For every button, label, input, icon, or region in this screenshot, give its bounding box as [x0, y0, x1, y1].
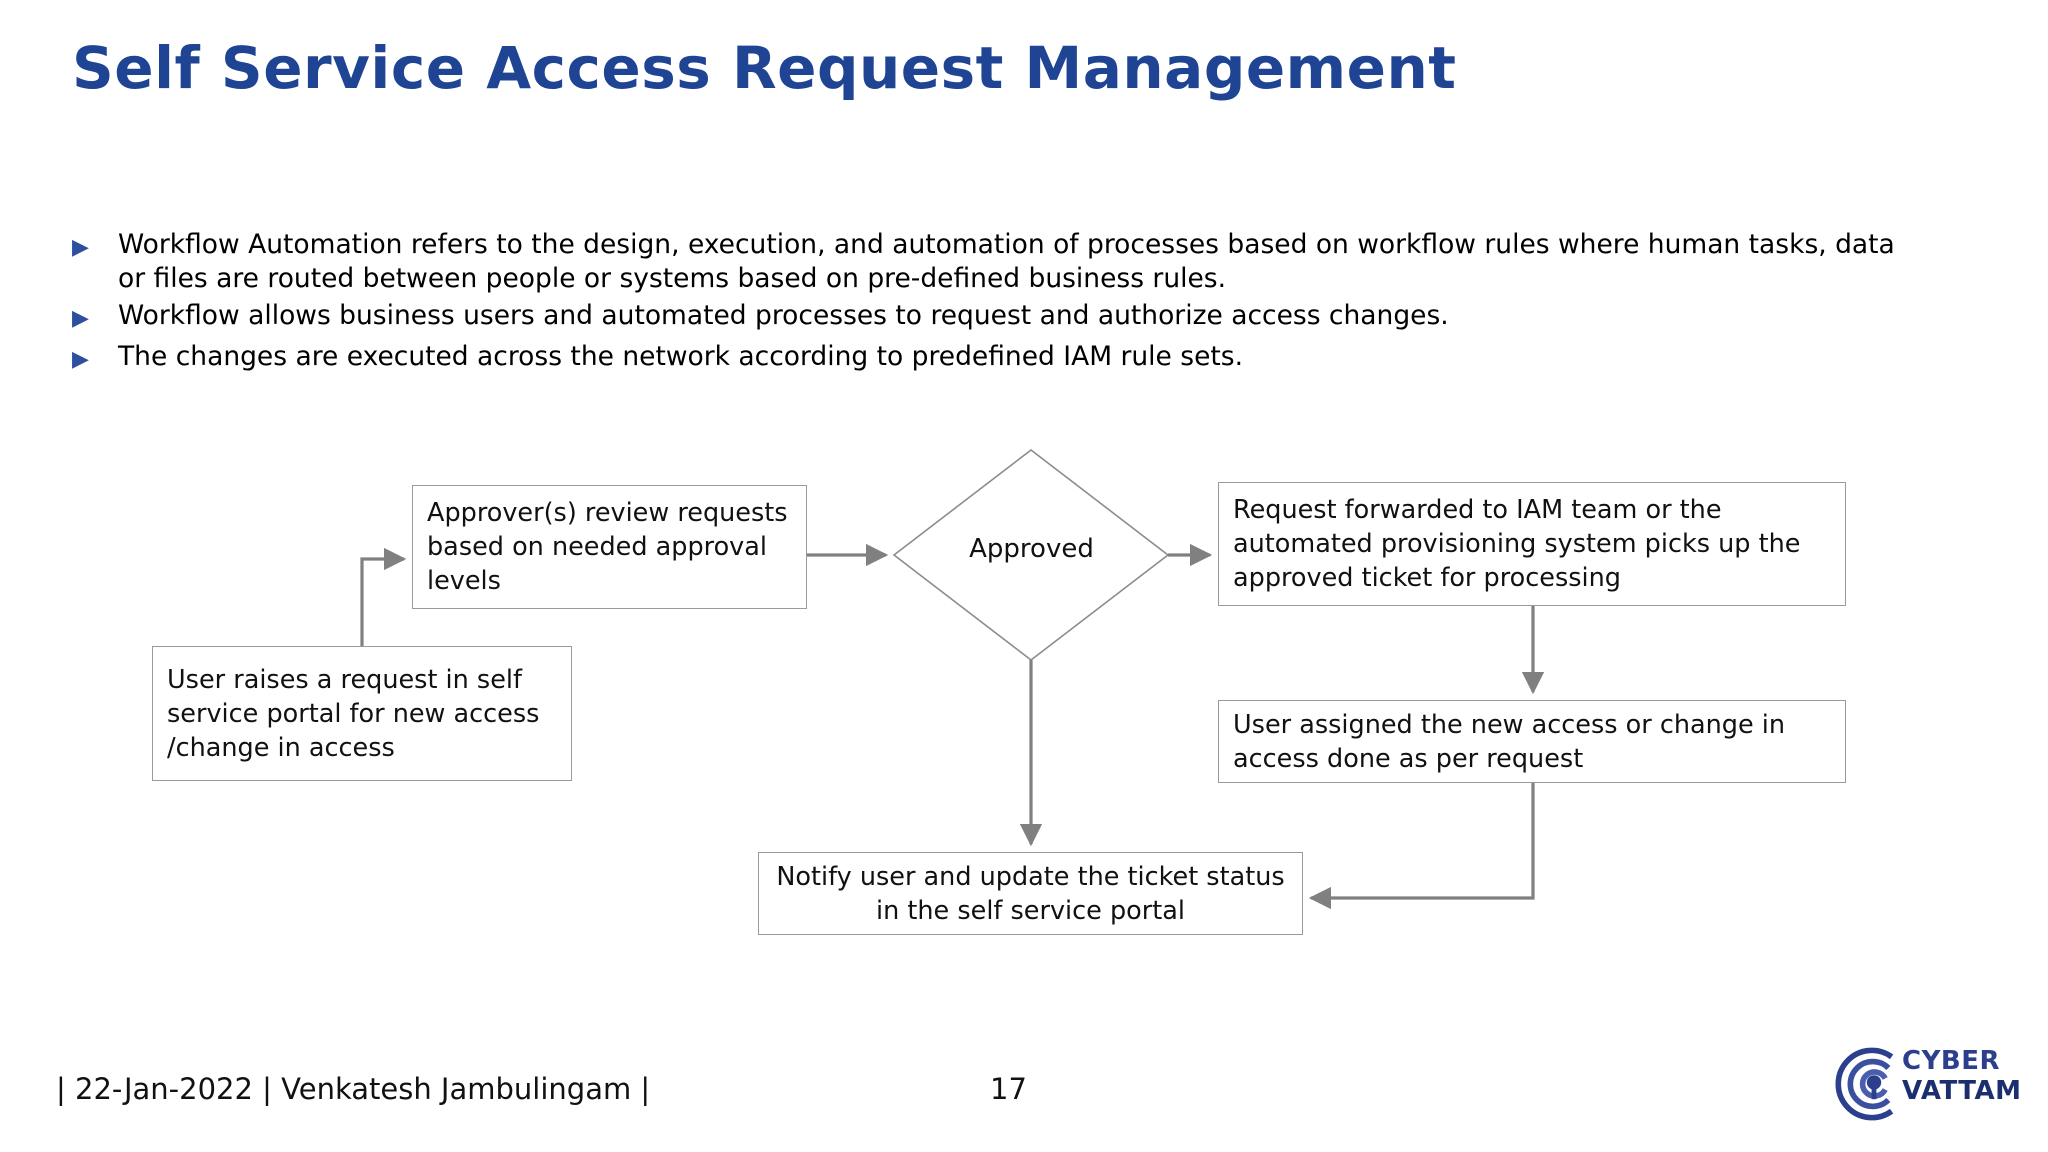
flow-node-user-request[interactable]: User raises a request in self service po…: [152, 646, 572, 781]
bullet-item: ▶ The changes are executed across the ne…: [60, 340, 1970, 378]
connector-user-to-approver: [360, 547, 407, 646]
bullet-text: Workflow Automation refers to the design…: [118, 229, 1895, 294]
flow-node-request-forwarded[interactable]: Request forwarded to IAM team or the aut…: [1218, 482, 1846, 606]
page-title: Self Service Access Request Management: [72, 34, 1457, 102]
connector-assigned-to-notify: [1308, 783, 1535, 910]
bullet-item: ▶ Workflow Automation refers to the desi…: [60, 228, 1970, 296]
bullet-text: The changes are executed across the netw…: [118, 341, 1243, 372]
bullet-list: ▶ Workflow Automation refers to the desi…: [60, 228, 1970, 381]
logo-line-2: VATTAM: [1902, 1076, 2022, 1106]
flow-node-user-assigned[interactable]: User assigned the new access or change i…: [1218, 700, 1846, 783]
bullet-triangle-icon: ▶: [72, 306, 89, 331]
slide-page-number: 17: [990, 1072, 1027, 1106]
logo-wordmark: CYBER VATTAM: [1902, 1046, 2022, 1106]
logo-line-1: CYBER: [1902, 1046, 2001, 1076]
flow-node-notify-user[interactable]: Notify user and update the ticket status…: [758, 852, 1303, 935]
cyber-vattam-mark-icon: [1835, 1047, 1894, 1121]
bullet-triangle-icon: ▶: [72, 347, 89, 372]
brand-logo: CYBER VATTAM: [1832, 1040, 2032, 1128]
decision-diamond-approved: [892, 448, 1170, 662]
bullet-triangle-icon: ▶: [72, 235, 89, 260]
footer-author-date: | 22-Jan-2022 | Venkatesh Jambulingam |: [56, 1072, 651, 1106]
bullet-text: Workflow allows business users and autom…: [118, 300, 1449, 331]
bullet-item: ▶ Workflow allows business users and aut…: [60, 299, 1970, 337]
flow-node-decision-label: Approved: [969, 534, 1094, 564]
flow-node-approver-review[interactable]: Approver(s) review requests based on nee…: [412, 485, 807, 609]
